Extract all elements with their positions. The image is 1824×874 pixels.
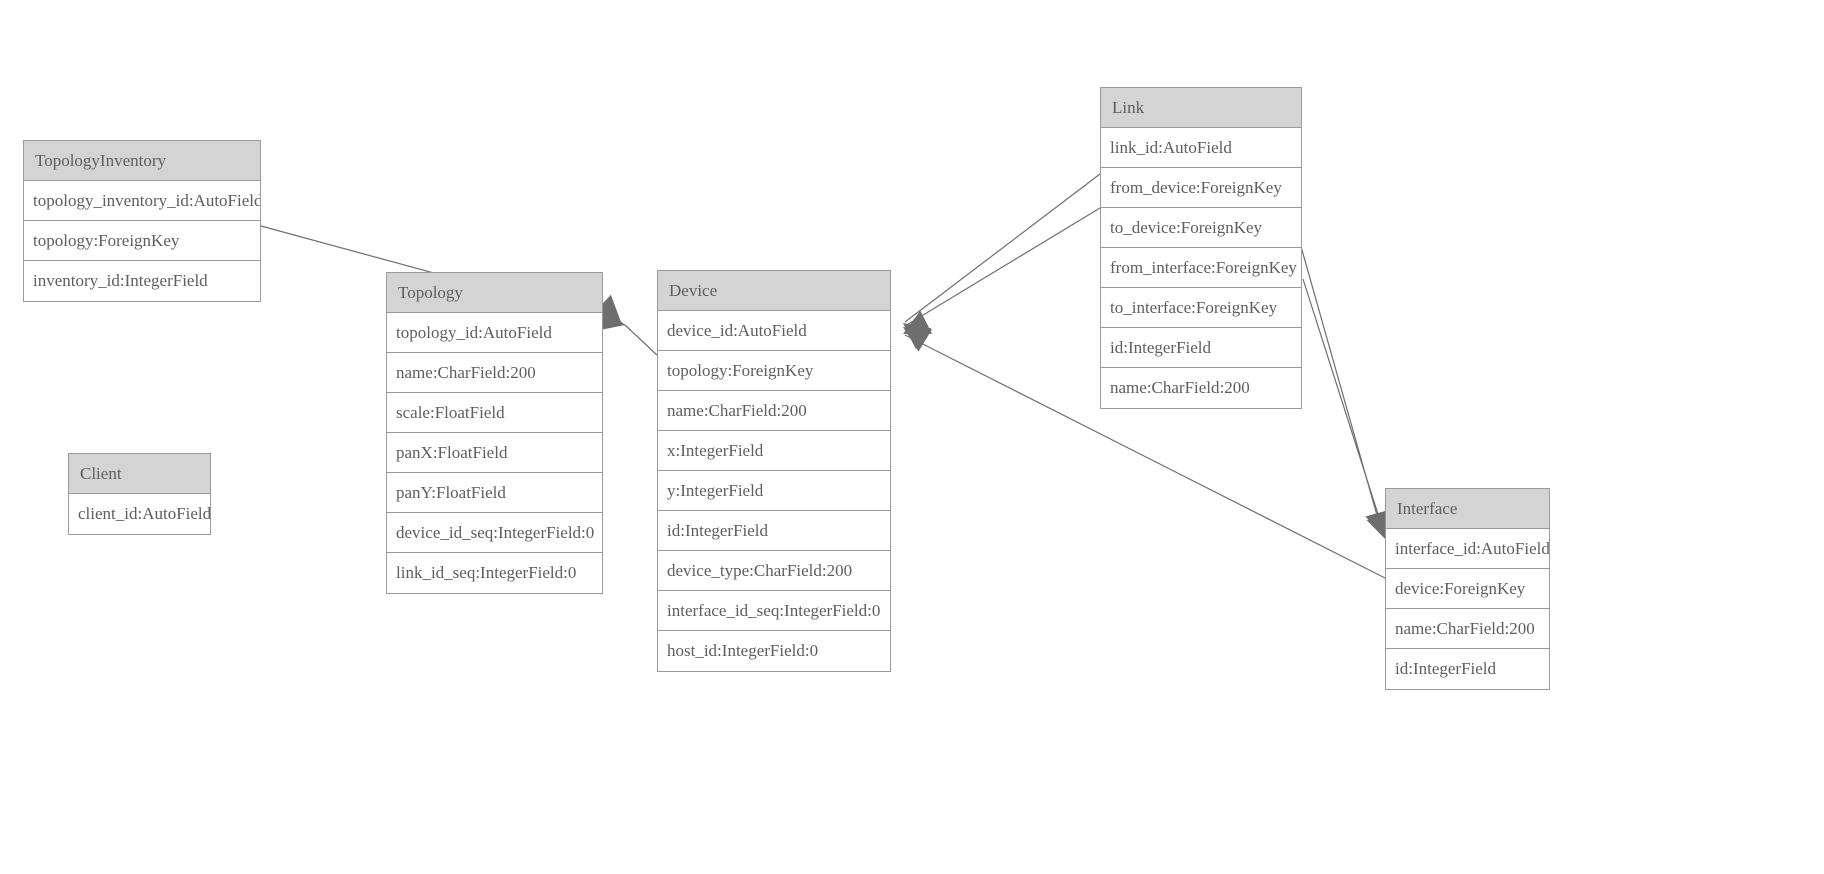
entity-header-client: Client — [69, 454, 210, 494]
entity-field-row: name:CharField:200 — [658, 391, 890, 431]
entity-field-row: topology:ForeignKey — [24, 221, 260, 261]
entity-field-row: panY:FloatField — [387, 473, 602, 513]
entity-field-row: host_id:IntegerField:0 — [658, 631, 890, 671]
relation-edge-link-to-interface[interactable] — [1302, 278, 1386, 537]
relation-arrowhead-interface-device — [903, 310, 933, 334]
entity-header-topology: Topology — [387, 273, 602, 313]
entity-field-row: name:CharField:200 — [1386, 609, 1549, 649]
entity-field-row: from_device:ForeignKey — [1101, 168, 1301, 208]
entity-field-row: device:ForeignKey — [1386, 569, 1549, 609]
entity-field-row: y:IntegerField — [658, 471, 890, 511]
entity-field-row: client_id:AutoField — [69, 494, 210, 534]
relation-edge-device-topology[interactable] — [624, 324, 658, 356]
entity-field-row: interface_id_seq:IntegerField:0 — [658, 591, 890, 631]
entity-field-row: id:IntegerField — [658, 511, 890, 551]
entity-header-topologyinventory: TopologyInventory — [24, 141, 260, 181]
entity-field-row: topology_id:AutoField — [387, 313, 602, 353]
entity-field-row: device_id:AutoField — [658, 311, 890, 351]
entity-field-row: scale:FloatField — [387, 393, 602, 433]
relation-edge-link-to-device[interactable] — [904, 207, 1101, 327]
entity-field-row: link_id:AutoField — [1101, 128, 1301, 168]
relation-arrowhead-link-to-device — [903, 327, 932, 352]
relation-arrowhead-link-from-device — [903, 323, 932, 350]
entity-field-row: from_interface:ForeignKey — [1101, 248, 1301, 288]
entity-field-row: topology:ForeignKey — [658, 351, 890, 391]
entity-field-row: topology_inventory_id:AutoField — [24, 181, 260, 221]
entity-field-row: name:CharField:200 — [387, 353, 602, 393]
entity-field-row: panX:FloatField — [387, 433, 602, 473]
entity-field-row: id:IntegerField — [1101, 328, 1301, 368]
entity-field-row: to_device:ForeignKey — [1101, 208, 1301, 248]
entity-field-row: device_type:CharField:200 — [658, 551, 890, 591]
entity-field-row: to_interface:ForeignKey — [1101, 288, 1301, 328]
entity-header-interface: Interface — [1386, 489, 1549, 529]
entity-field-row: interface_id:AutoField — [1386, 529, 1549, 569]
relation-edge-link-from-device[interactable] — [904, 173, 1101, 323]
entity-field-row: name:CharField:200 — [1101, 368, 1301, 408]
entity-field-row: x:IntegerField — [658, 431, 890, 471]
entity-field-row: device_id_seq:IntegerField:0 — [387, 513, 602, 553]
relation-edge-link-from-interface[interactable] — [1299, 242, 1383, 534]
entity-header-device: Device — [658, 271, 890, 311]
entity-field-row: inventory_id:IntegerField — [24, 261, 260, 301]
entity-field-row: id:IntegerField — [1386, 649, 1549, 689]
entity-header-link: Link — [1101, 88, 1301, 128]
entity-field-row: link_id_seq:IntegerField:0 — [387, 553, 602, 593]
